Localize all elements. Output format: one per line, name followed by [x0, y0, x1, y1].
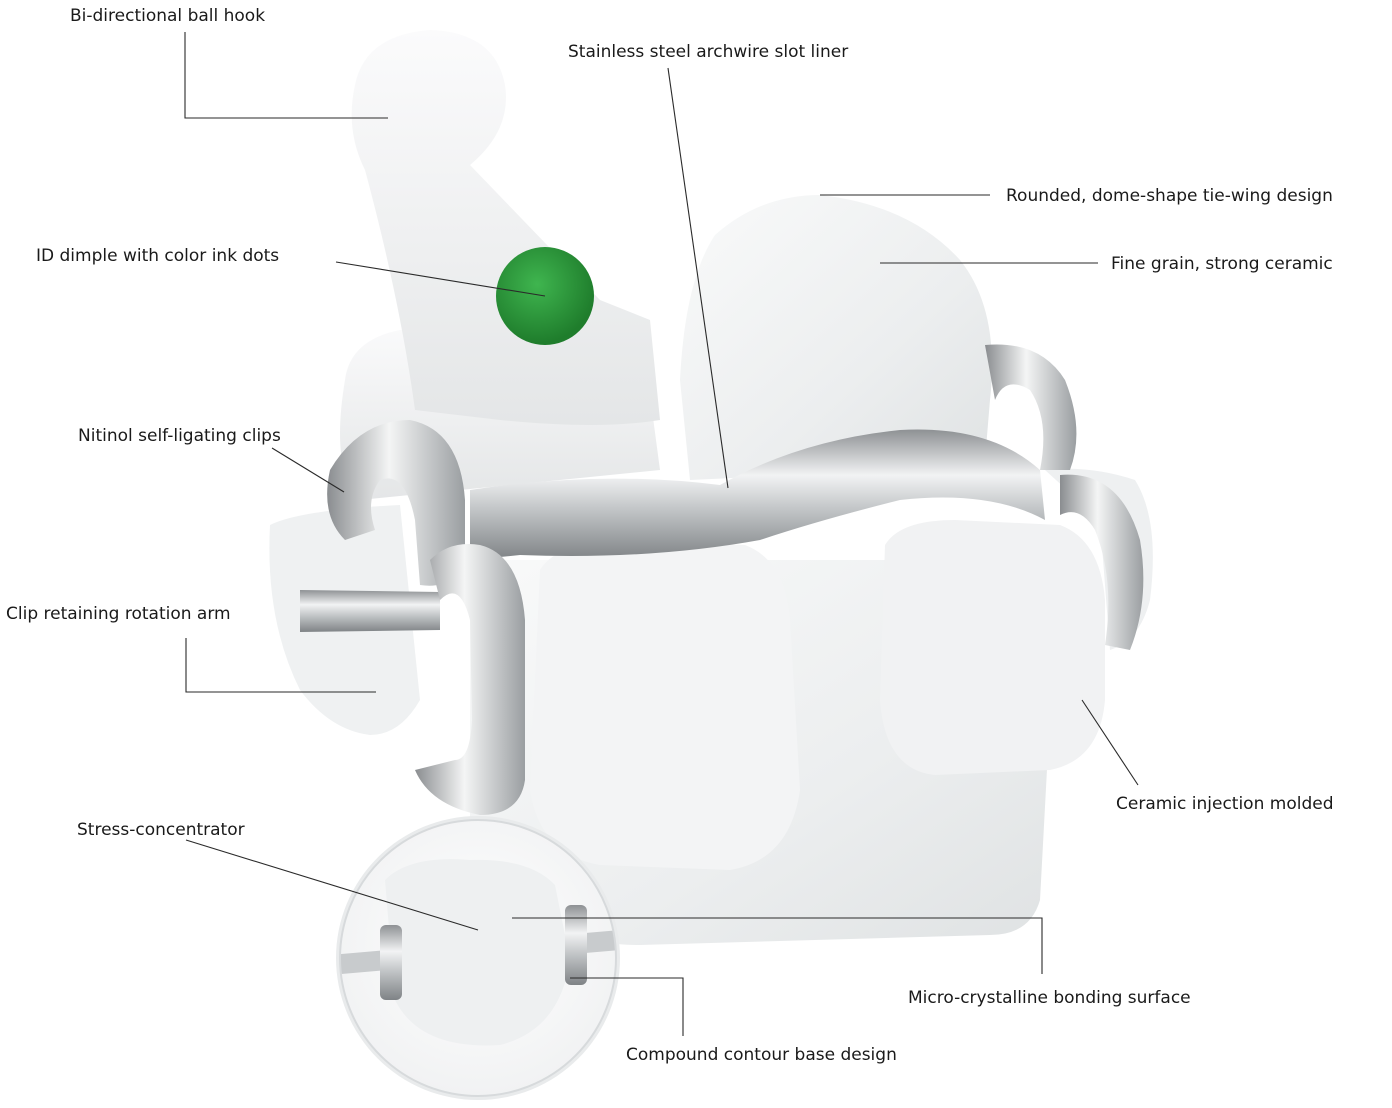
- label-fine-grain: Fine grain, strong ceramic: [1111, 254, 1333, 274]
- label-clips: Nitinol self-ligating clips: [78, 426, 281, 446]
- label-stress-concentrator: Stress-concentrator: [77, 820, 245, 840]
- label-tie-wing: Rounded, dome-shape tie-wing design: [1006, 186, 1333, 206]
- inset-magnifier: [330, 816, 620, 1100]
- label-id-dimple: ID dimple with color ink dots: [36, 246, 279, 266]
- label-injection-molded: Ceramic injection molded: [1116, 794, 1334, 814]
- label-bonding-surface: Micro-crystalline bonding surface: [908, 988, 1191, 1008]
- label-ball-hook: Bi-directional ball hook: [70, 6, 265, 26]
- label-slot-liner: Stainless steel archwire slot liner: [568, 42, 848, 62]
- label-rotation-arm: Clip retaining rotation arm: [6, 604, 231, 624]
- label-contour-base: Compound contour base design: [626, 1045, 897, 1065]
